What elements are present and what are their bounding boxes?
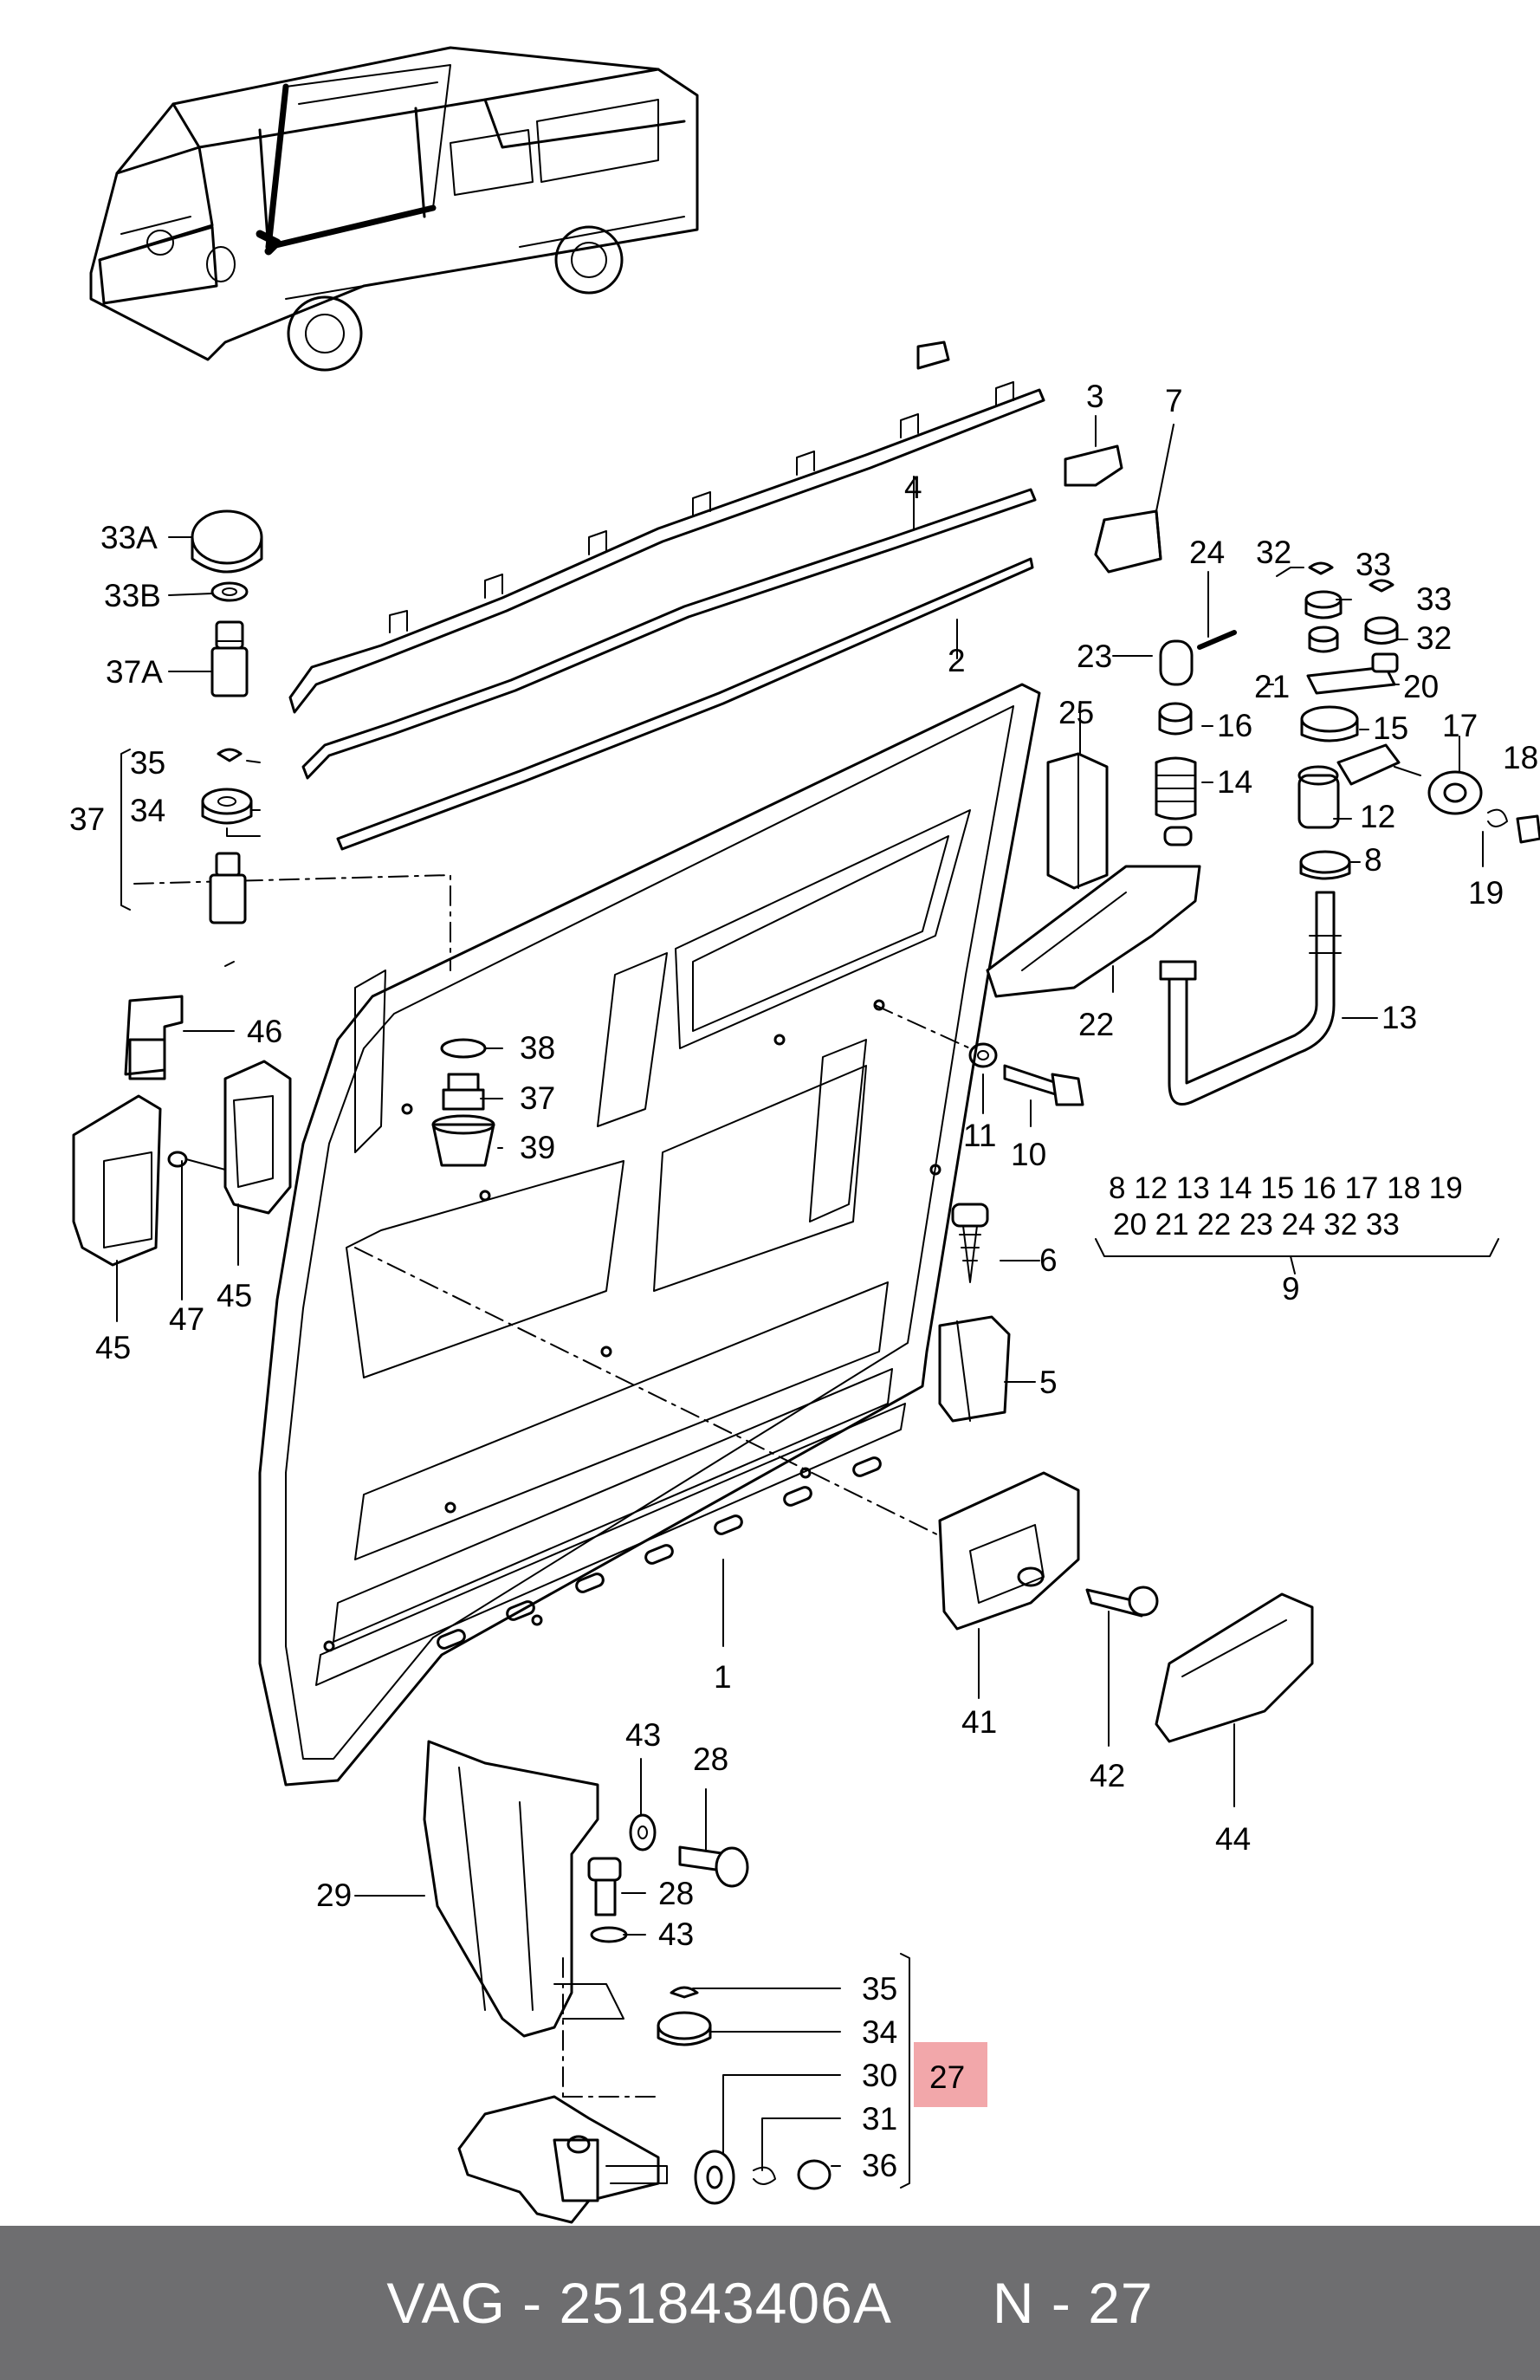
callout-19[interactable]: 19 — [1468, 875, 1504, 911]
footer-position: N - 27 — [992, 2271, 1154, 2335]
callout-17[interactable]: 17 — [1442, 708, 1478, 743]
callout-18[interactable]: 18 — [1503, 740, 1538, 775]
callout-45b[interactable]: 45 — [217, 1278, 252, 1313]
callout-27[interactable]: 27 — [929, 2059, 965, 2095]
callout-38[interactable]: 37 — [520, 1080, 555, 1116]
group-9-line2: 20 21 22 23 24 32 33 — [1113, 1208, 1400, 1242]
group-9-line1: 8 12 13 14 15 16 17 18 19 — [1109, 1171, 1463, 1205]
callout-39[interactable]: 38 — [520, 1030, 555, 1066]
callout-30[interactable]: 30 — [862, 2058, 897, 2093]
callout-41[interactable]: 41 — [961, 1704, 997, 1740]
callout-11[interactable]: 11 — [963, 1118, 996, 1153]
callout-45a[interactable]: 45 — [95, 1330, 131, 1365]
footer-brand: VAG — [386, 2271, 506, 2335]
highlight-27 — [914, 2042, 987, 2107]
callout-29[interactable]: 29 — [316, 1877, 352, 1913]
van-illustration — [89, 46, 699, 372]
callout-1[interactable]: 1 — [714, 1659, 732, 1695]
callout-44[interactable]: 44 — [1215, 1821, 1251, 1857]
callout-37[interactable]: 37 — [69, 801, 105, 837]
callout-leaders — [116, 415, 1484, 2171]
callout-21[interactable]: 21 — [1254, 669, 1290, 704]
footer-sep: - — [505, 2271, 560, 2335]
callout-13[interactable]: 13 — [1381, 1000, 1417, 1035]
callout-10[interactable]: 10 — [1011, 1137, 1046, 1172]
callout-34a[interactable]: 34 — [130, 793, 165, 828]
bolt-parts-5-11 — [938, 1042, 1084, 1423]
callout-46[interactable]: 46 — [247, 1014, 282, 1049]
callout-34b[interactable]: 34 — [862, 2014, 897, 2050]
callout-16[interactable]: 16 — [1217, 708, 1252, 743]
callout-28a[interactable]: 28 — [693, 1741, 728, 1777]
callout-40[interactable]: 39 — [520, 1130, 555, 1165]
lower-fasteners — [587, 1813, 831, 2205]
callout-labels: 3 7 4 2 24 23 25 16 14 21 32 33 33 32 20… — [69, 379, 1538, 2183]
callout-7[interactable]: 7 — [1165, 383, 1183, 418]
bolt-parts-38-40 — [431, 1038, 495, 1167]
callout-4[interactable]: 4 — [904, 470, 922, 505]
callout-12[interactable]: 12 — [1360, 799, 1395, 834]
callout-43b[interactable]: 43 — [658, 1916, 694, 1952]
window-rail-assembly — [288, 340, 1045, 851]
lower-bracket — [423, 1740, 668, 2224]
callout-20[interactable]: 20 — [1403, 669, 1439, 704]
part-number-footer: VAG - 251843406A N - 27 — [0, 2226, 1540, 2380]
callout-5[interactable]: 5 — [1039, 1365, 1058, 1400]
callout-32b[interactable]: 32 — [1416, 620, 1452, 656]
callout-43a[interactable]: 43 — [625, 1717, 661, 1753]
callout-32a[interactable]: 32 — [1256, 535, 1291, 570]
callout-6[interactable]: 6 — [1039, 1242, 1058, 1278]
callout-35a[interactable]: 35 — [130, 745, 165, 781]
callout-8[interactable]: 8 — [1364, 842, 1382, 878]
callout-9[interactable]: 9 — [1282, 1271, 1300, 1307]
callout-2[interactable]: 2 — [948, 643, 966, 678]
callout-3[interactable]: 3 — [1086, 379, 1104, 414]
door-panel — [258, 683, 1041, 1787]
group-brackets — [120, 749, 1499, 2189]
callout-24[interactable]: 24 — [1189, 535, 1225, 570]
callout-47[interactable]: 47 — [169, 1301, 204, 1337]
cam-lever-parts — [1159, 561, 1540, 1106]
callout-23[interactable]: 23 — [1077, 639, 1112, 674]
callout-28b[interactable]: 28 — [658, 1876, 694, 1911]
callout-33A[interactable]: 33A — [100, 520, 158, 555]
callout-15[interactable]: 15 — [1373, 710, 1408, 746]
callout-33B[interactable]: 33B — [104, 578, 161, 613]
footer-part-number: 251843406A — [559, 2271, 892, 2335]
callout-31[interactable]: 31 — [862, 2101, 897, 2137]
callout-33b[interactable]: 33 — [1416, 581, 1452, 617]
footer-gap — [892, 2270, 993, 2336]
callout-25[interactable]: 25 — [1058, 695, 1094, 730]
callout-14[interactable]: 14 — [1217, 764, 1252, 800]
callout-35b[interactable]: 35 — [862, 1971, 897, 2007]
callout-37A[interactable]: 37A — [106, 654, 163, 690]
callout-22[interactable]: 22 — [1078, 1007, 1114, 1042]
callout-36[interactable]: 36 — [862, 2148, 897, 2183]
callout-42[interactable]: 42 — [1090, 1758, 1125, 1793]
left-small-parts — [191, 509, 263, 924]
left-bracket-parts — [72, 995, 292, 1267]
handle-parts — [938, 1471, 1314, 1743]
callout-33a[interactable]: 33 — [1356, 547, 1391, 582]
leader-lines — [133, 874, 971, 2098]
upper-right-parts — [986, 444, 1237, 998]
exploded-parts-diagram: 3 7 4 2 24 23 25 16 14 21 32 33 33 32 20… — [69, 46, 1540, 2224]
